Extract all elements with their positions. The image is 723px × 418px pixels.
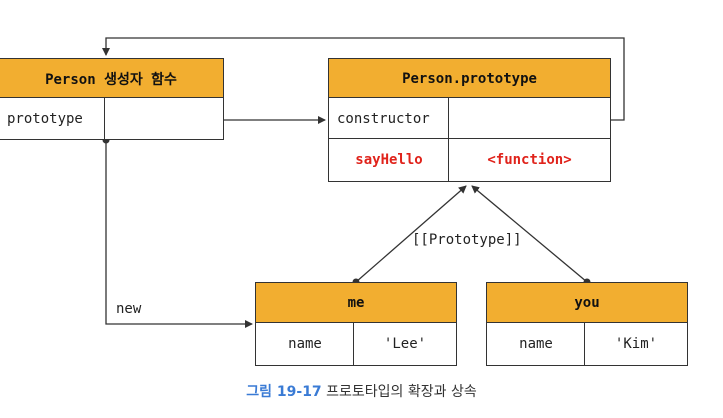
person-prototype-title: Person.prototype — [402, 70, 537, 87]
prototype-constructor-key: constructor — [337, 110, 430, 127]
person-constructor-key-cell: prototype — [0, 97, 106, 140]
you-title: you — [574, 295, 600, 311]
figure-number: 그림 19-17 — [246, 384, 322, 400]
you-value-cell: 'Kim' — [584, 322, 688, 366]
person-constructor-title: Person 생성자 함수 — [45, 71, 177, 88]
you-prototype-arrow — [471, 185, 588, 283]
prototype-sayhello-value-cell: <function> — [448, 138, 611, 182]
person-constructor-header: Person 생성자 함수 — [0, 58, 224, 99]
me-title: me — [347, 295, 365, 311]
person-constructor-key: prototype — [7, 110, 83, 127]
new-label: new — [116, 301, 142, 317]
prototype-link-label: [[Prototype]] — [412, 232, 522, 248]
you-header: you — [486, 282, 688, 324]
prototype-constructor-key-cell: constructor — [328, 97, 450, 140]
me-prototype-arrow — [355, 185, 467, 283]
person-prototype-header: Person.prototype — [328, 58, 611, 99]
prototype-sayhello-value: <function> — [487, 152, 572, 168]
prototype-constructor-value-cell — [448, 97, 611, 140]
person-constructor-value-cell — [104, 97, 224, 140]
me-key: name — [288, 336, 322, 352]
you-value: 'Kim' — [614, 336, 658, 352]
me-value: 'Lee' — [383, 336, 427, 352]
me-header: me — [255, 282, 457, 324]
new-arrow — [105, 140, 253, 328]
prototype-sayhello-key-cell: sayHello — [328, 138, 450, 182]
prototype-sayhello-key: sayHello — [355, 152, 423, 168]
you-key: name — [519, 336, 553, 352]
me-value-cell: 'Lee' — [353, 322, 457, 366]
figure-caption: 그림 19-17 프로토타입의 확장과 상속 — [0, 381, 723, 401]
me-key-cell: name — [255, 322, 355, 366]
figure-title: 프로토타입의 확장과 상속 — [326, 384, 477, 400]
you-key-cell: name — [486, 322, 586, 366]
